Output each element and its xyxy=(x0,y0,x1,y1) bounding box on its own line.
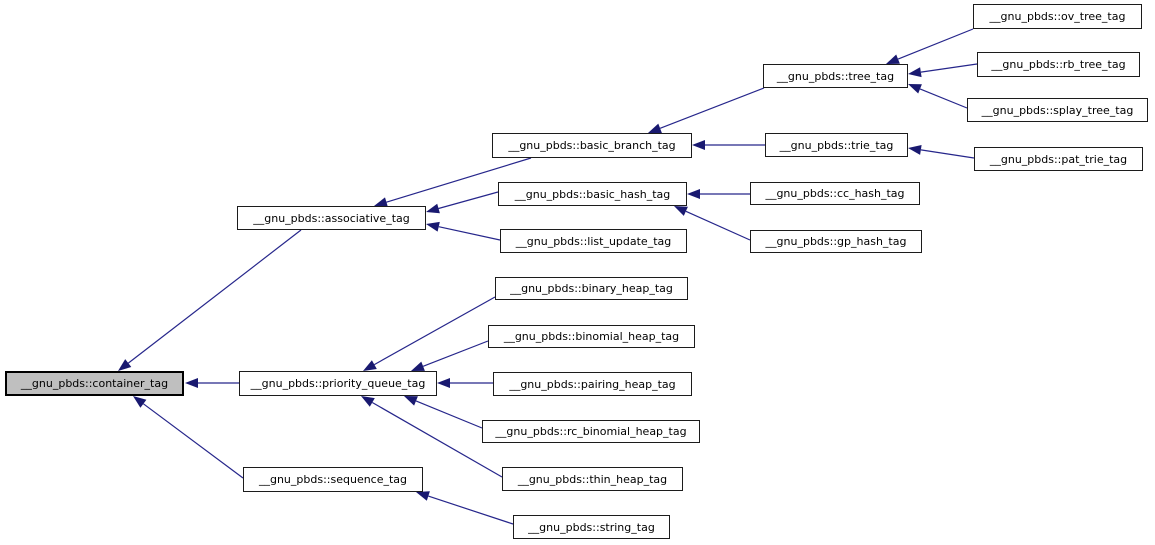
arrowhead-icon xyxy=(648,123,662,133)
arrowhead-icon xyxy=(426,203,440,214)
class-node-cc_hash_tag[interactable]: __gnu_pbds::cc_hash_tag xyxy=(750,182,920,205)
inheritance-edge-rc_binomial_heap_tag-to-priority_queue_tag xyxy=(415,400,483,429)
class-node-rb_tree_tag[interactable]: __gnu_pbds::rb_tree_tag xyxy=(977,52,1140,77)
inheritance-edge-splay_tree_tag-to-tree_tag xyxy=(919,88,968,109)
arrowhead-icon xyxy=(886,54,900,64)
class-node-pairing_heap_tag[interactable]: __gnu_pbds::pairing_heap_tag xyxy=(493,372,692,396)
inheritance-edge-sequence_tag-to-container_tag xyxy=(143,403,244,479)
inheritance-edge-string_tag-to-sequence_tag xyxy=(428,495,514,525)
class-node-rc_binomial_heap_tag[interactable]: __gnu_pbds::rc_binomial_heap_tag xyxy=(482,420,700,443)
inheritance-edge-thin_heap_tag-to-priority_queue_tag xyxy=(372,401,503,478)
class-node-binomial_heap_tag[interactable]: __gnu_pbds::binomial_heap_tag xyxy=(488,325,695,348)
class-node-splay_tree_tag[interactable]: __gnu_pbds::splay_tree_tag xyxy=(967,98,1148,122)
inheritance-edge-pat_trie_tag-to-trie_tag xyxy=(920,149,975,159)
class-node-binary_heap_tag[interactable]: __gnu_pbds::binary_heap_tag xyxy=(495,277,688,300)
class-node-basic_branch_tag[interactable]: __gnu_pbds::basic_branch_tag xyxy=(492,133,692,158)
class-node-string_tag[interactable]: __gnu_pbds::string_tag xyxy=(513,515,670,539)
inheritance-edge-basic_branch_tag-to-associative_tag xyxy=(386,157,532,203)
class-node-sequence_tag[interactable]: __gnu_pbds::sequence_tag xyxy=(243,467,423,492)
arrowhead-icon xyxy=(908,67,922,78)
arrowhead-icon xyxy=(908,84,922,94)
inheritance-edge-ov_tree_tag-to-tree_tag xyxy=(897,28,974,60)
inheritance-edge-associative_tag-to-container_tag xyxy=(127,229,302,364)
arrowhead-icon xyxy=(185,378,198,388)
arrowhead-icon xyxy=(361,396,375,407)
arrowhead-icon xyxy=(426,221,440,232)
class-node-tree_tag[interactable]: __gnu_pbds::tree_tag xyxy=(763,64,908,88)
arrowhead-icon xyxy=(411,361,425,371)
class-node-priority_queue_tag[interactable]: __gnu_pbds::priority_queue_tag xyxy=(239,371,437,396)
inheritance-edge-basic_hash_tag-to-associative_tag xyxy=(438,191,499,210)
class-node-trie_tag[interactable]: __gnu_pbds::trie_tag xyxy=(765,133,908,157)
class-node-basic_hash_tag[interactable]: __gnu_pbds::basic_hash_tag xyxy=(498,182,687,206)
class-node-thin_heap_tag[interactable]: __gnu_pbds::thin_heap_tag xyxy=(502,467,683,491)
inheritance-edge-binary_heap_tag-to-priority_queue_tag xyxy=(374,296,496,366)
arrowhead-icon xyxy=(416,491,430,501)
class-node-associative_tag[interactable]: __gnu_pbds::associative_tag xyxy=(237,206,426,230)
inheritance-edge-tree_tag-to-basic_branch_tag xyxy=(659,87,765,129)
class-node-ov_tree_tag[interactable]: __gnu_pbds::ov_tree_tag xyxy=(973,4,1142,29)
arrowhead-icon xyxy=(363,360,377,371)
arrowhead-icon xyxy=(692,140,705,150)
class-node-list_update_tag[interactable]: __gnu_pbds::list_update_tag xyxy=(500,229,687,253)
class-node-container_tag: __gnu_pbds::container_tag xyxy=(5,371,184,396)
class-node-pat_trie_tag[interactable]: __gnu_pbds::pat_trie_tag xyxy=(974,147,1143,171)
inheritance-edge-rb_tree_tag-to-tree_tag xyxy=(920,63,978,73)
arrowhead-icon xyxy=(374,197,388,207)
inheritance-edge-gp_hash_tag-to-basic_hash_tag xyxy=(685,210,751,241)
arrowhead-icon xyxy=(437,378,450,388)
inheritance-edge-binomial_heap_tag-to-priority_queue_tag xyxy=(422,340,489,367)
class-node-gp_hash_tag[interactable]: __gnu_pbds::gp_hash_tag xyxy=(750,230,922,253)
arrowhead-icon xyxy=(133,396,147,408)
arrowhead-icon xyxy=(687,189,700,199)
arrowhead-icon xyxy=(404,396,418,406)
arrowhead-icon xyxy=(118,359,132,371)
arrowhead-icon xyxy=(674,206,688,216)
inheritance-edge-list_update_tag-to-associative_tag xyxy=(438,226,501,241)
arrowhead-icon xyxy=(908,145,922,155)
